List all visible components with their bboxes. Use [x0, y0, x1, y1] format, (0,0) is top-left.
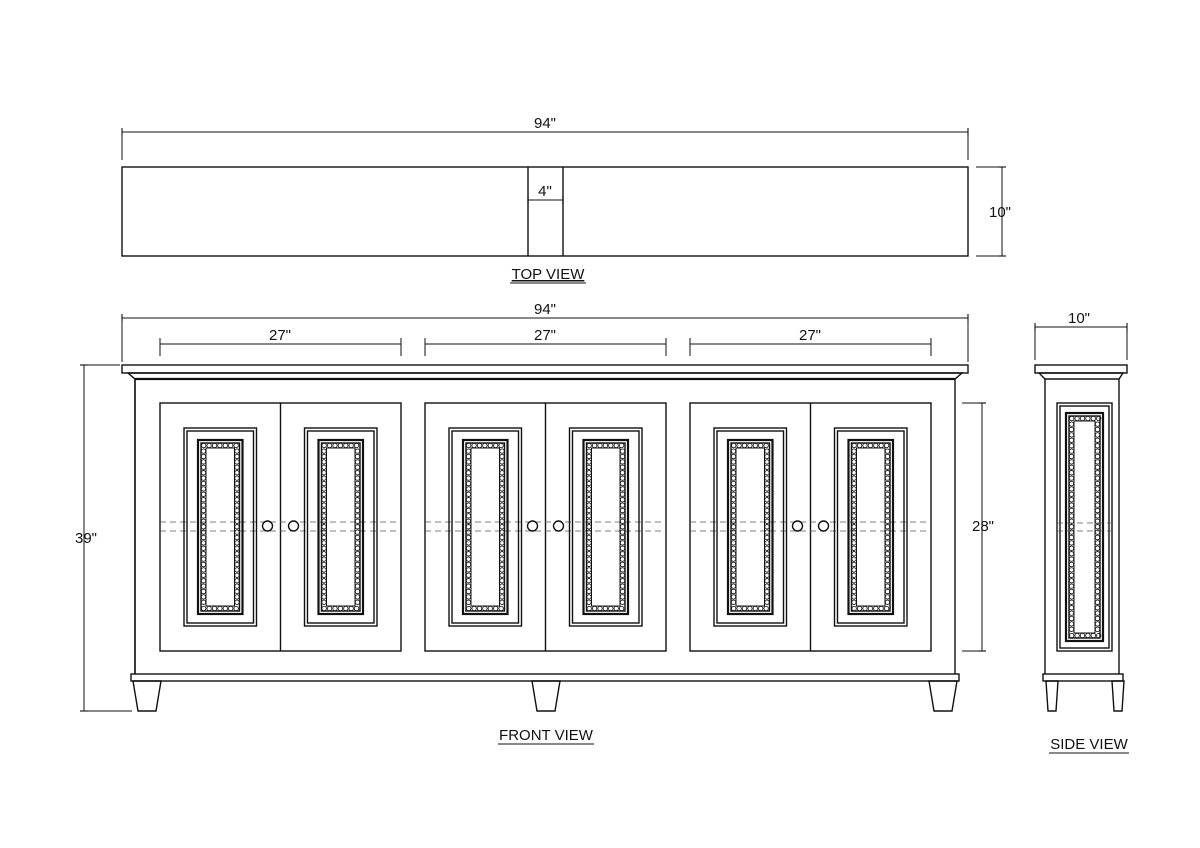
side-view-caption: SIDE VIEW	[1050, 736, 1128, 753]
front-base	[130, 673, 960, 682]
front-leg-right	[928, 680, 958, 712]
panel-beading	[200, 442, 240, 612]
cabinet-door[interactable]	[183, 427, 274, 627]
front-leg-center	[531, 680, 561, 712]
top-depth-label: 10"	[989, 204, 1011, 221]
panel-beading	[851, 442, 891, 612]
top-center-label: 4"	[538, 183, 552, 200]
cabinet-door[interactable]	[552, 427, 643, 627]
panel-beading	[586, 442, 626, 612]
top-width-dimension: 94"	[121, 115, 969, 160]
cabinet-door[interactable]	[448, 427, 539, 627]
door-sections	[159, 402, 932, 652]
side-depth-dimension: 10"	[1034, 310, 1128, 360]
front-height-label: 39"	[75, 530, 97, 547]
door-section-2	[424, 402, 667, 652]
side-panel-beading	[1068, 415, 1102, 639]
door-knob[interactable]	[552, 520, 565, 532]
door-height-label: 28"	[972, 518, 994, 535]
panel-beading	[321, 442, 361, 612]
top-center-dimension: 4"	[527, 183, 564, 204]
front-width-label: 94"	[534, 301, 556, 318]
section-label-2: 27"	[534, 327, 556, 344]
side-top-slab	[1034, 364, 1128, 374]
top-width-label: 94"	[534, 115, 556, 132]
top-view-caption: TOP VIEW	[512, 266, 586, 283]
top-view: 94" 4" 10" TOP VIEW	[121, 115, 1011, 284]
front-width-dimension: 94"	[121, 301, 969, 362]
door-section-3	[689, 402, 932, 652]
section-label-1: 27"	[269, 327, 291, 344]
section-dimension-1: 27"	[159, 327, 402, 356]
side-panel-outer	[1056, 402, 1113, 652]
door-knob[interactable]	[261, 520, 274, 532]
panel-beading	[465, 442, 505, 612]
top-body	[121, 166, 969, 257]
door-knob[interactable]	[791, 520, 804, 532]
section-dimension-3: 27"	[689, 327, 932, 356]
panel-beading	[730, 442, 770, 612]
side-leg-back	[1111, 680, 1125, 712]
side-view: 10" SIDE VIEW	[1034, 310, 1129, 754]
side-depth-label: 10"	[1068, 310, 1090, 327]
side-base	[1042, 673, 1124, 682]
front-view: 94" 27" 27" 27"	[75, 301, 994, 745]
cabinet-door[interactable]	[713, 427, 804, 627]
door-knob[interactable]	[817, 520, 830, 532]
top-depth-dimension: 10"	[976, 166, 1011, 257]
cabinet-door[interactable]	[287, 427, 378, 627]
door-section-1	[159, 402, 402, 652]
side-leg-front	[1045, 680, 1059, 712]
cabinet-door[interactable]	[817, 427, 908, 627]
front-view-caption: FRONT VIEW	[499, 727, 594, 744]
door-knob[interactable]	[287, 520, 300, 532]
front-height-dimension: 39"	[75, 364, 132, 712]
section-label-3: 27"	[799, 327, 821, 344]
section-dimension-2: 27"	[424, 327, 667, 356]
door-knob[interactable]	[526, 520, 539, 532]
front-leg-left	[132, 680, 162, 712]
door-height-dimension: 28"	[962, 402, 994, 652]
front-top-slab	[121, 364, 969, 374]
